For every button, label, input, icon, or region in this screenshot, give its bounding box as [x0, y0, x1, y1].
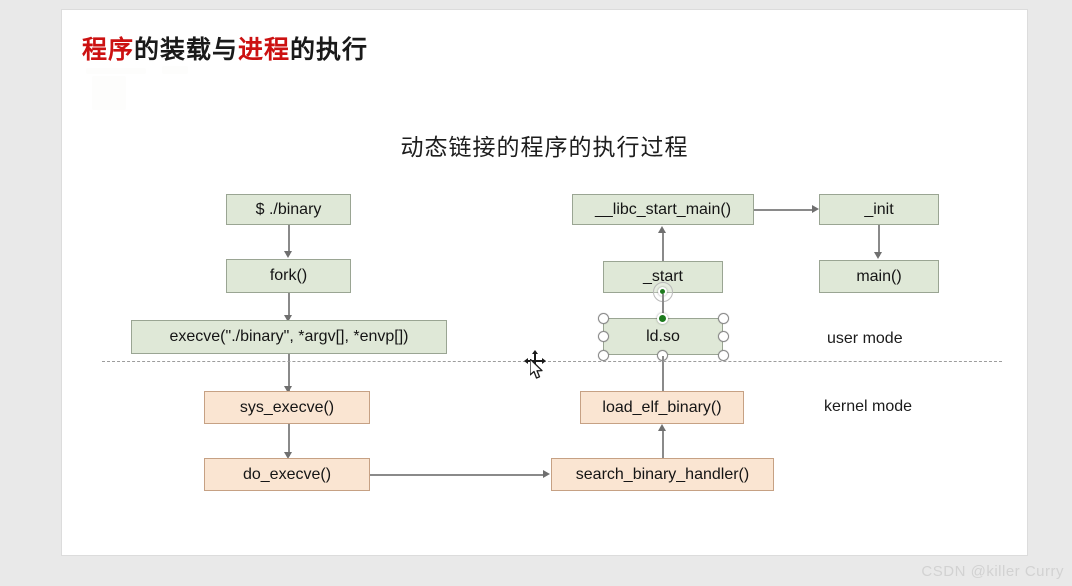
connector-ldso-to-start: [662, 294, 664, 317]
mouse-cursor: [520, 350, 554, 388]
node-libc-start-main[interactable]: __libc_start_main(): [572, 194, 754, 225]
connector-init-to-main: [878, 225, 880, 256]
faint-artifact: [92, 76, 126, 110]
connector-do-execve-to-search-handler: [370, 474, 545, 476]
arrowhead-icon: [284, 315, 292, 322]
arrow-pointer-icon: [530, 359, 543, 379]
connector-execve-to-sys-execve: [288, 354, 290, 391]
selection-handle-top-left[interactable]: [598, 313, 609, 324]
arrowhead-icon: [658, 226, 666, 233]
arrowhead-icon: [812, 205, 819, 213]
faint-artifact: [162, 66, 188, 74]
arrowhead-icon: [284, 251, 292, 258]
connector-load-elf-to-ldso: [662, 356, 664, 391]
node-ldso[interactable]: ld.so: [603, 318, 723, 355]
node-do-execve[interactable]: do_execve(): [204, 458, 370, 491]
connector-libc-to-init: [754, 209, 814, 211]
node-binary[interactable]: $ ./binary: [226, 194, 351, 225]
node-init[interactable]: _init: [819, 194, 939, 225]
user-mode-label: user mode: [827, 330, 903, 347]
node-sys-execve[interactable]: sys_execve(): [204, 391, 370, 424]
title-part-4: 的执行: [290, 35, 369, 64]
arrowhead-icon: [543, 470, 550, 478]
title-part-2: 的装载与: [134, 35, 239, 64]
selection-handle-bottom-right[interactable]: [718, 350, 729, 361]
user-kernel-divider: [102, 361, 1002, 362]
flow-diagram: $ ./binary fork() execve("./binary", *ar…: [62, 10, 1027, 555]
page-title: 程序的装载与进程的执行: [82, 30, 368, 66]
title-part-1: 程序: [82, 35, 135, 64]
kernel-mode-label: kernel mode: [824, 398, 913, 415]
connector-search-handler-to-load-elf: [662, 428, 664, 458]
selection-handle-middle-right[interactable]: [718, 331, 729, 342]
selection-handle-bottom-left[interactable]: [598, 350, 609, 361]
node-search-binary-handler[interactable]: search_binary_handler(): [551, 458, 774, 491]
node-load-elf-binary[interactable]: load_elf_binary(): [580, 391, 744, 424]
connector-start-to-libc: [662, 230, 664, 261]
selection-handle-top-right[interactable]: [718, 313, 729, 324]
faint-artifact: [86, 68, 146, 74]
arrowhead-icon: [284, 452, 292, 459]
node-main[interactable]: main(): [819, 260, 939, 293]
diagram-heading: 动态链接的程序的执行过程: [400, 135, 689, 161]
connector-binary-to-fork: [288, 225, 290, 255]
rotation-handle-ldso[interactable]: [657, 313, 668, 324]
connector-fork-to-execve: [288, 293, 290, 319]
node-execve[interactable]: execve("./binary", *argv[], *envp[]): [131, 320, 447, 354]
arrowhead-icon: [658, 424, 666, 431]
title-part-3: 进程: [238, 35, 291, 64]
connector-sys-execve-to-do-execve: [288, 424, 290, 456]
watermark: CSDN @killer Curry: [921, 563, 1064, 580]
arrowhead-icon: [284, 386, 292, 393]
selection-handle-middle-left[interactable]: [598, 331, 609, 342]
slide-panel: 程序的装载与进程的执行 动态链接的程序的执行过程 $ ./binary fork…: [62, 10, 1027, 555]
node-fork[interactable]: fork(): [226, 259, 351, 293]
arrowhead-icon: [874, 252, 882, 259]
